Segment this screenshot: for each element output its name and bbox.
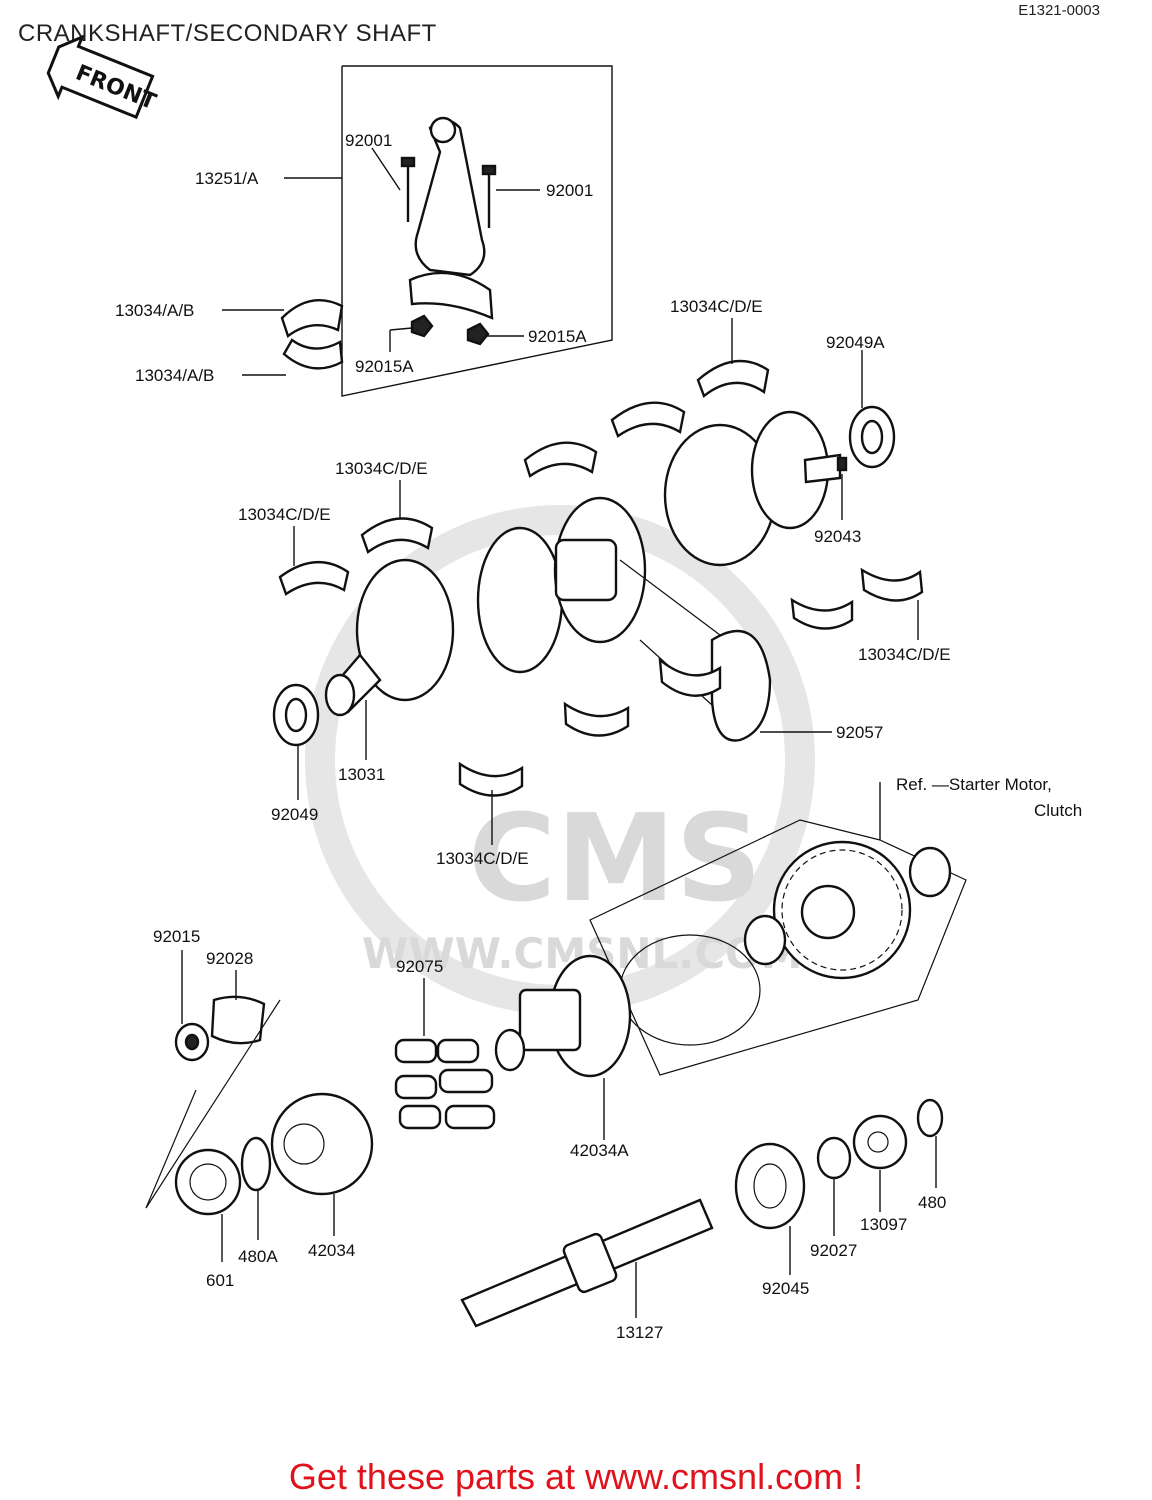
label-ref-clutch: Clutch xyxy=(1034,801,1082,820)
label-601: 601 xyxy=(206,1271,234,1290)
label-92057: 92057 xyxy=(836,723,883,742)
figure-code: E1321-0003 xyxy=(1018,2,1100,19)
watermark: CMS WWW.CMSNL.COM xyxy=(305,505,815,1015)
label-92015a-left: 92015A xyxy=(355,357,414,376)
label-92001-right: 92001 xyxy=(546,181,593,200)
main-bearing-shells xyxy=(278,359,924,797)
label-92045: 92045 xyxy=(762,1279,809,1298)
label-92028: 92028 xyxy=(206,949,253,968)
label-480: 480 xyxy=(918,1193,946,1212)
label-13034-c-d-e-left: 13034C/D/E xyxy=(238,505,331,524)
front-arrow-badge: FRONT xyxy=(46,34,159,120)
label-92075: 92075 xyxy=(396,957,443,976)
label-92001-left: 92001 xyxy=(345,131,392,150)
label-13031: 13031 xyxy=(338,765,385,784)
label-13034-c-d-e-right: 13034C/D/E xyxy=(858,645,951,664)
watermark-logo-text: CMS xyxy=(468,790,762,929)
secondary-shaft-left-parts xyxy=(145,995,374,1216)
label-92015a-right: 92015A xyxy=(528,327,587,346)
label-92027: 92027 xyxy=(810,1241,857,1260)
starter-clutch-reference xyxy=(494,819,967,1078)
label-13251-a: 13251/A xyxy=(195,169,259,188)
label-92043: 92043 xyxy=(814,527,861,546)
label-42034a: 42034A xyxy=(570,1141,629,1160)
label-13034-c-d-e-middle: 13034C/D/E xyxy=(335,459,428,478)
label-13034-c-d-e-top: 13034C/D/E xyxy=(670,297,763,316)
label-480a: 480A xyxy=(238,1247,278,1266)
part-number-labels: 13251/A 92001 92001 13034/A/B 13034/A/B … xyxy=(115,131,1082,1342)
label-13127: 13127 xyxy=(616,1323,663,1342)
secondary-shaft xyxy=(460,1098,944,1328)
page-title: CRANKSHAFT/SECONDARY SHAFT xyxy=(18,20,437,47)
label-92049: 92049 xyxy=(271,805,318,824)
label-42034: 42034 xyxy=(308,1241,355,1260)
label-13034-a-b-lower: 13034/A/B xyxy=(135,366,214,385)
label-92015: 92015 xyxy=(153,927,200,946)
leader-lines xyxy=(181,147,937,1318)
connecting-rod-assembly xyxy=(280,65,613,397)
label-13034-a-b-upper: 13034/A/B xyxy=(115,301,194,320)
label-13097: 13097 xyxy=(860,1215,907,1234)
cta-link[interactable]: Get these parts at www.cmsnl.com ! xyxy=(288,1456,864,1497)
label-92049a: 92049A xyxy=(826,333,885,352)
starter-clutch-rollers xyxy=(394,1038,496,1130)
label-13034-c-d-e-bottom: 13034C/D/E xyxy=(436,849,529,868)
crankshaft xyxy=(272,405,896,747)
label-ref-starter-motor: Ref. —Starter Motor, xyxy=(896,775,1052,794)
